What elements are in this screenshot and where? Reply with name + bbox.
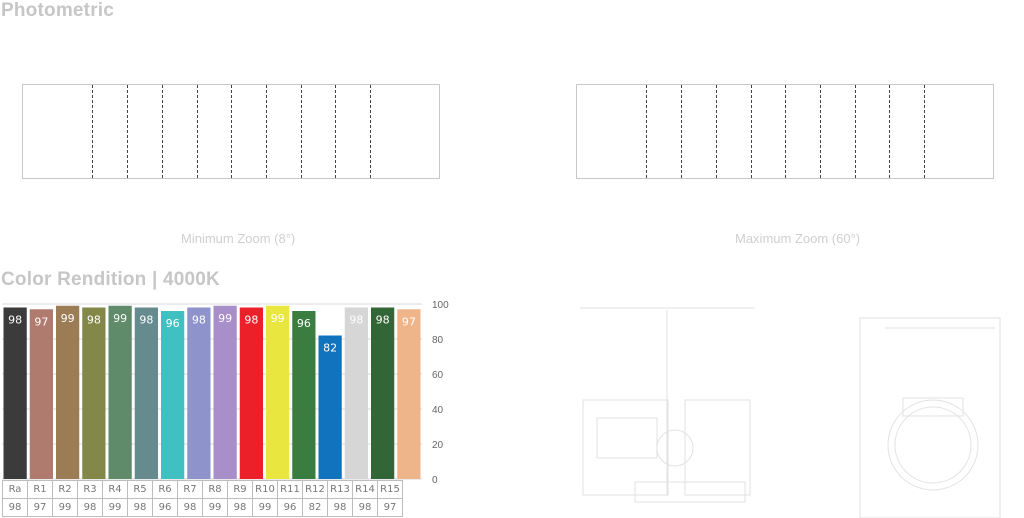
table-cell-category: R5 [127,480,153,499]
bar-r7 [187,307,211,479]
y-tick-label: 0 [432,475,438,484]
bar-value-label: 98 [87,314,101,327]
table-cell-value: 97 [377,498,403,517]
y-tick-label: 40 [432,405,444,416]
bar-value-label: 99 [113,312,127,325]
table-cell-value: 99 [52,498,78,517]
table-cell-category: R2 [52,480,78,499]
table-cell-value: 98 [127,498,153,517]
table-cell-category: R7 [177,480,203,499]
bar-r8 [213,305,237,479]
table-cell-category: R13 [327,480,353,499]
bar-r5 [134,307,158,479]
fixture-side-drawing [580,307,755,503]
table-cell-category: R3 [77,480,103,499]
table-cell-category: R4 [102,480,128,499]
bar-value-label: 97 [402,315,416,328]
bar-r3 [82,307,106,479]
table-cell-value: 99 [102,498,128,517]
fixture-front-drawing [859,317,1001,518]
bar-r15 [397,309,421,479]
table-cell-value: 98 [177,498,203,517]
bar-value-label: 98 [349,314,363,327]
bar-r4 [108,305,132,479]
photometric-graph-max-zoom [576,84,994,179]
bar-r6 [161,311,185,479]
table-cell-value: 82 [302,498,328,517]
bar-r2 [56,305,80,479]
color-rendition-chart: 0 20 40 60 80 100 98 97 99 98 99 98 96 98 99 98 99 96 82 98… [2,300,449,484]
table-cell-value: 98 [327,498,353,517]
bar-r9 [239,307,263,479]
bar-value-label: 98 [192,314,206,327]
table-cell-category: R12 [302,480,328,499]
photometric-graph-min-zoom [22,84,440,179]
table-cell-category: R1 [27,480,53,499]
y-tick-label: 80 [432,335,444,346]
y-tick-label: 60 [432,370,444,381]
bar-value-label: 96 [297,317,311,330]
bar-value-label: 99 [218,312,232,325]
bar-ra [3,307,27,479]
y-tick-label: 100 [432,300,449,311]
bar-r12 [318,335,342,479]
table-cell-category: R11 [277,480,303,499]
table-cell-value: 99 [252,498,278,517]
bar-r11 [292,311,316,479]
table-cell-value: 96 [277,498,303,517]
table-cell-value: 98 [227,498,253,517]
bar-value-label: 99 [271,312,285,325]
bar-value-label: 98 [139,314,153,327]
table-cell-category: R15 [377,480,403,499]
table-cell-category: R8 [202,480,228,499]
bar-value-label: 99 [61,312,75,325]
bar-value-label: 96 [166,317,180,330]
table-cell-category: Ra [2,480,28,499]
bar-r13 [344,307,368,479]
table-cell-value: 97 [27,498,53,517]
table-cell-value: 98 [2,498,28,517]
bar-r10 [266,305,290,479]
table-cell-category: R10 [252,480,278,499]
color-rendition-title: Color Rendition | 4000K [1,269,220,290]
max-zoom-label: Maximum Zoom (60°) [735,231,861,246]
table-cell-value: 98 [77,498,103,517]
bar-value-label: 82 [323,342,337,355]
table-cell-category: R6 [152,480,178,499]
table-cell-value: 98 [352,498,378,517]
photometric-title: Photometric [1,0,115,21]
bar-value-label: 98 [376,314,390,327]
table-cell-category: R14 [352,480,378,499]
min-zoom-label: Minimum Zoom (8°) [181,231,296,246]
bar-value-label: 97 [34,315,48,328]
bar-value-label: 98 [244,314,258,327]
bar-r1 [29,309,53,479]
table-cell-value: 96 [152,498,178,517]
y-tick-label: 20 [432,440,444,451]
bar-r14 [371,307,395,479]
table-cell-value: 99 [202,498,228,517]
table-cell-category: R9 [227,480,253,499]
bar-value-label: 98 [8,314,22,327]
